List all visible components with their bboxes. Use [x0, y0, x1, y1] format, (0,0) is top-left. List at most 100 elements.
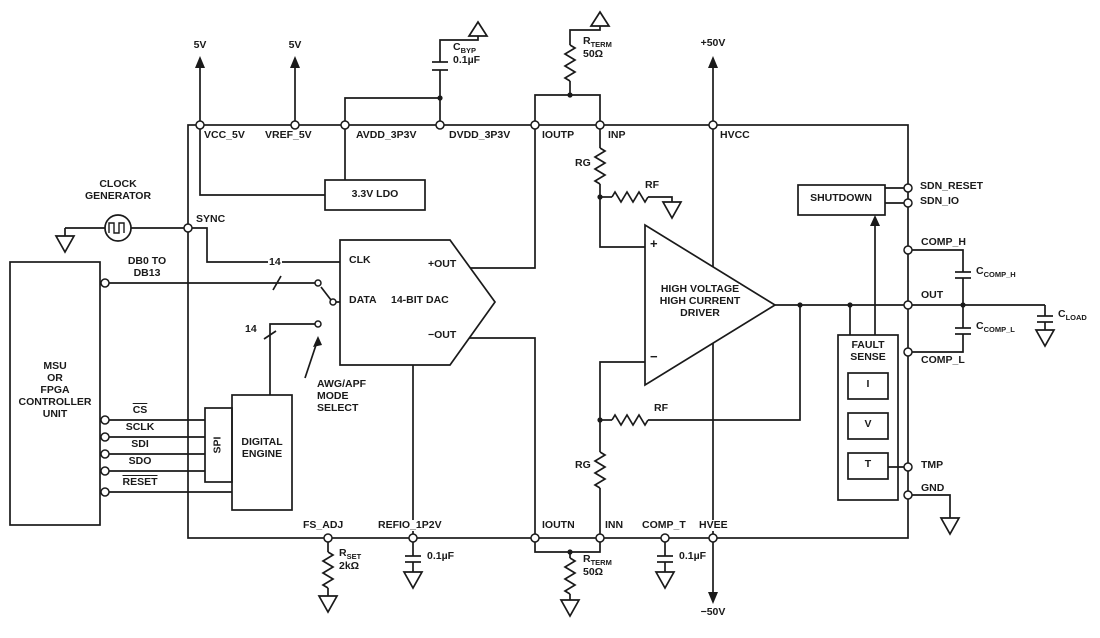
driver-amp-symbol [644, 223, 777, 387]
main-ic-outline [187, 124, 909, 539]
rf-bottom-label: RF [653, 402, 669, 414]
junction-dots [437, 92, 966, 555]
msu-label-4: CONTROLLER [17, 396, 93, 408]
shutdown-box [797, 184, 886, 216]
cbyp-value: 0.1µF [452, 54, 482, 66]
pin-label-out: OUT [920, 289, 945, 301]
driver-plus-input-label: + [650, 236, 658, 251]
supply-p50v-label: +50V [699, 37, 727, 49]
rset-label: RSET [338, 547, 363, 563]
compt-cap-value: 0.1µF [678, 550, 708, 562]
ccomp-l-label: CCOMP_L [975, 320, 1016, 336]
ldo-label: 3.3V LDO [350, 188, 400, 200]
rterm-top-label: RTERM [582, 35, 613, 51]
cload-label: CLOAD [1057, 308, 1088, 324]
pin-label-hvcc: HVCC [719, 129, 751, 141]
fault-t-box [847, 452, 889, 480]
msu-label-5: UNIT [41, 408, 69, 420]
fault-sense-label-1: FAULT [850, 339, 886, 351]
dac-symbol [339, 239, 497, 366]
msu-label-3: FPGA [39, 384, 71, 396]
rf-top-label: RF [644, 179, 660, 191]
bus-label-db13: DB13 [132, 267, 162, 279]
fault-v-box [847, 412, 889, 440]
bus-label-db0-to: DB0 TO [126, 255, 168, 267]
pin-label-avdd-3p3v: AVDD_3P3V [355, 129, 418, 141]
pin-label-vref-5v: VREF_5V [264, 129, 313, 141]
ground-symbols [54, 10, 1056, 618]
rg-bottom-label: RG [574, 459, 592, 471]
dac-pout-label: +OUT [427, 258, 458, 270]
msu-fpga-box [9, 261, 101, 526]
pin-label-ioutn: IOUTN [541, 519, 576, 531]
pin-label-fs-adj: FS_ADJ [302, 519, 345, 531]
rterm-bottom-value: 50Ω [582, 566, 605, 578]
fault-v-label: V [863, 418, 873, 430]
pin-label-gnd: GND [920, 482, 946, 494]
pin-label-comp-l: COMP_L [920, 354, 966, 366]
pin-label-ioutp: IOUTP [541, 129, 576, 141]
clock-generator-label-1: CLOCK [98, 178, 138, 190]
refio-cap-value: 0.1µF [426, 550, 456, 562]
fault-sense-label-2: SENSE [849, 351, 887, 363]
clock-generator-label-2: GENERATOR [83, 190, 153, 202]
driver-label-3: DRIVER [679, 307, 721, 319]
pin-circles [100, 120, 913, 543]
pin-label-comp-h: COMP_H [920, 236, 967, 248]
supply-5v-b-label: 5V [287, 39, 303, 51]
dac-nout-label: −OUT [427, 329, 458, 341]
digital-engine-label-1: DIGITAL [240, 436, 284, 448]
pin-label-inn: INN [604, 519, 625, 531]
ccomp-h-label: CCOMP_H [975, 265, 1017, 281]
cbyp-label: CBYP [452, 41, 478, 57]
awg-mode-label-3: SELECT [316, 402, 360, 414]
switch-pole [329, 298, 337, 306]
rterm-top-value: 50Ω [582, 48, 605, 60]
rterm-bottom-label: RTERM [582, 553, 613, 569]
dac-title-label: 14-BIT DAC [390, 294, 450, 306]
driver-label-1: HIGH VOLTAGE [659, 283, 741, 295]
bus-width-top-label: 14 [268, 256, 282, 268]
signal-label-sclk: SCLK [124, 421, 156, 433]
bus-width-bottom-label: 14 [244, 323, 258, 335]
pin-label-dvdd-3p3v: DVDD_3P3V [448, 129, 512, 141]
shutdown-label: SHUTDOWN [809, 192, 873, 204]
dac-clk-label: CLK [348, 254, 372, 266]
signal-label-sdi: SDI [130, 438, 150, 450]
digital-engine-label-2: ENGINE [240, 448, 284, 460]
rset-value: 2kΩ [338, 560, 361, 572]
signal-label-cs: CS [131, 404, 149, 416]
pin-label-hvee: HVEE [698, 519, 729, 531]
fault-i-box [847, 372, 889, 400]
driver-minus-input-label: − [650, 349, 658, 364]
rg-top-label: RG [574, 157, 592, 169]
awg-mode-label-1: AWG/APF [316, 378, 367, 390]
switch-contact-bottom [314, 320, 322, 328]
supply-5v-a-label: 5V [192, 39, 208, 51]
signal-label-reset: RESET [121, 476, 159, 488]
fault-sense-box [837, 334, 899, 501]
fault-t-label: T [863, 458, 873, 470]
pin-label-comp-t: COMP_T [641, 519, 687, 531]
pin-label-vcc-5v: VCC_5V [203, 129, 246, 141]
clock-waveform-icon [108, 222, 125, 234]
pin-label-tmp: TMP [920, 459, 945, 471]
pin-label-refio-1p2v: REFIO_1P2V [377, 519, 443, 531]
dac-data-label: DATA [348, 294, 378, 306]
driver-label-2: HIGH CURRENT [658, 295, 742, 307]
msu-label-1: MSU [42, 360, 68, 372]
msu-label-2: OR [46, 372, 64, 384]
pin-label-sync: SYNC [195, 213, 227, 225]
switch-contact-top [314, 279, 322, 287]
pin-label-sdn-io: SDN_IO [919, 195, 961, 207]
awg-mode-label-2: MODE [316, 390, 350, 402]
arrowheads [195, 56, 880, 604]
digital-engine-box [231, 394, 293, 511]
supply-n50v-label: −50V [699, 606, 727, 618]
signal-label-sdo: SDO [127, 455, 153, 467]
wires [64, 26, 1053, 600]
fault-i-label: I [865, 378, 871, 390]
spi-label: SPI [211, 436, 224, 454]
